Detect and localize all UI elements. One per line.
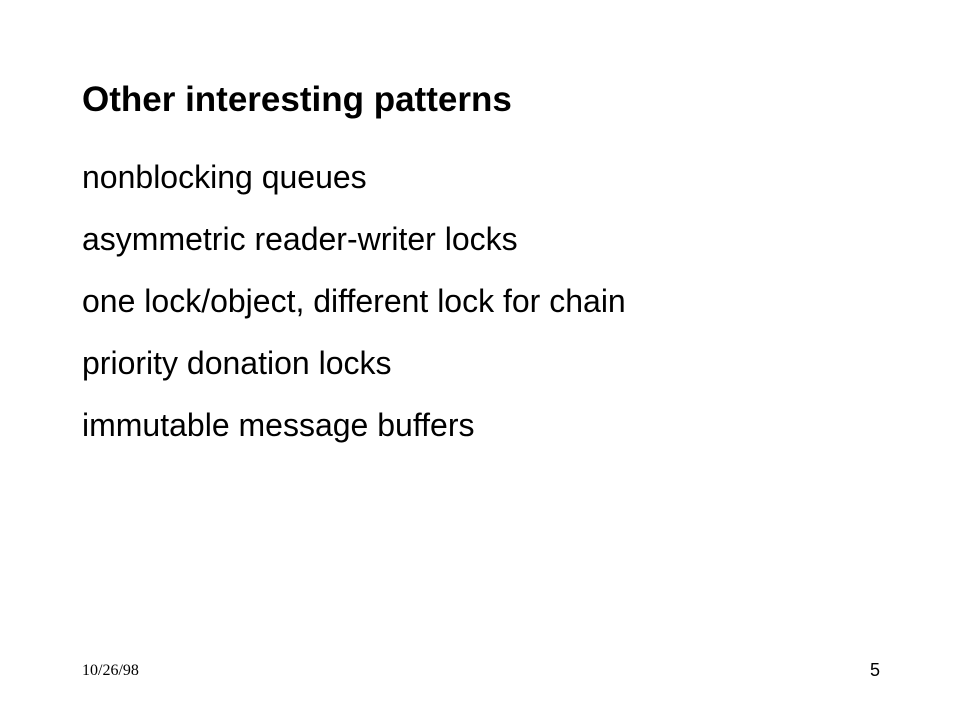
- list-item: nonblocking queues: [82, 159, 367, 195]
- footer-date: 10/26/98: [82, 662, 139, 679]
- slide-title: Other interesting patterns: [82, 80, 512, 119]
- bullet-list: nonblocking queues asymmetric reader-wri…: [82, 146, 626, 456]
- list-item: asymmetric reader-writer locks: [82, 221, 518, 257]
- list-item: priority donation locks: [82, 345, 392, 381]
- list-item: one lock/object, different lock for chai…: [82, 283, 626, 319]
- list-item: immutable message buffers: [82, 407, 475, 443]
- page-number: 5: [869, 660, 880, 680]
